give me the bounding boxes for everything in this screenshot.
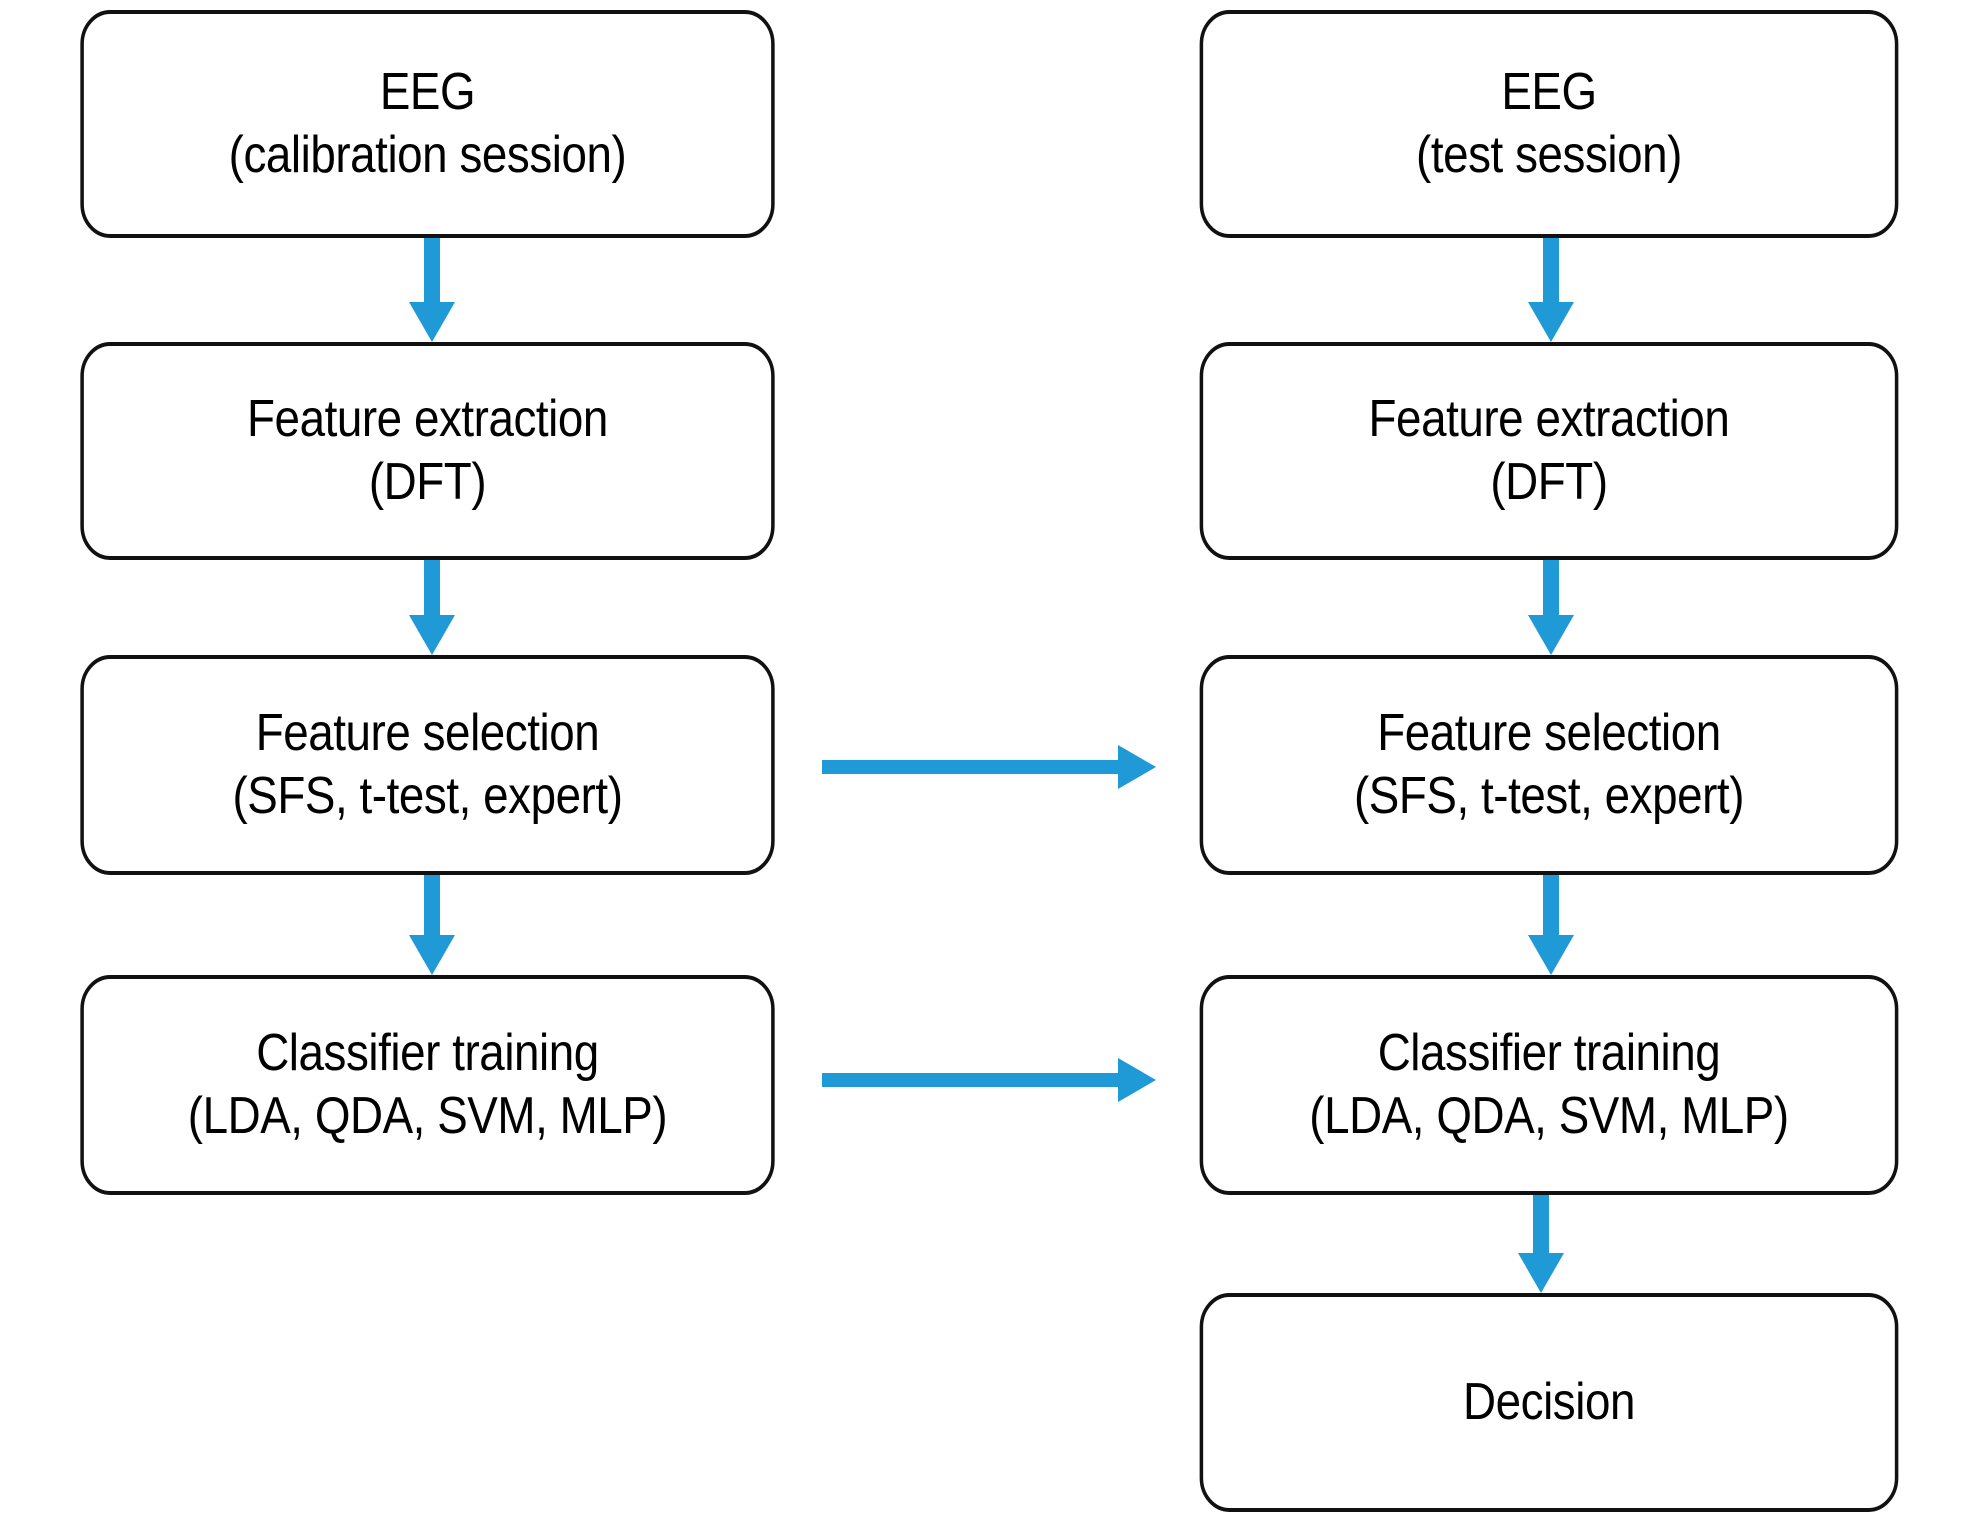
arrow-head: [409, 935, 455, 975]
node-feature-selection-calibration[interactable]: Feature selection (SFS, t-test, expert): [80, 655, 775, 875]
arrow-head: [409, 302, 455, 342]
node-line-2: (calibration session): [228, 126, 627, 184]
node-line-1: Feature selection: [255, 703, 600, 762]
arrow-cal-selection-to-training: [405, 875, 459, 975]
node-line-1: Decision: [1463, 1372, 1635, 1431]
arrow-shaft: [1543, 560, 1559, 615]
arrow-test-eeg-to-extraction: [1524, 238, 1578, 342]
node-feature-extraction-calibration[interactable]: Feature extraction (DFT): [80, 342, 775, 560]
arrow-shaft: [822, 760, 1118, 774]
arrow-test-extraction-to-selection: [1524, 560, 1578, 655]
node-line-2: (test session): [1416, 126, 1682, 184]
arrow-shaft: [424, 238, 440, 302]
node-line-2: (LDA, QDA, SVM, MLP): [1309, 1087, 1789, 1145]
arrow-shaft: [1533, 1195, 1549, 1253]
node-line-2: (SFS, t-test, expert): [1354, 767, 1744, 825]
node-line-1: Feature selection: [1377, 703, 1721, 762]
arrow-head: [1528, 935, 1574, 975]
arrow-training-calibration-to-test: [822, 1058, 1156, 1102]
arrow-test-training-to-decision: [1514, 1195, 1568, 1293]
arrow-test-selection-to-training: [1524, 875, 1578, 975]
arrow-cal-extraction-to-selection: [405, 560, 459, 655]
node-line-2: (SFS, t-test, expert): [232, 767, 623, 825]
arrow-shaft: [424, 875, 440, 935]
arrow-head: [1518, 1253, 1564, 1293]
node-classifier-training-calibration[interactable]: Classifier training (LDA, QDA, SVM, MLP): [80, 975, 775, 1195]
node-decision[interactable]: Decision: [1199, 1293, 1899, 1512]
node-eeg-calibration[interactable]: EEG (calibration session): [80, 10, 775, 238]
node-line-1: EEG: [1501, 62, 1597, 121]
node-line-2: (DFT): [368, 453, 487, 511]
node-line-1: Feature extraction: [247, 389, 608, 448]
arrow-selection-calibration-to-test: [822, 745, 1156, 789]
arrow-head: [1528, 615, 1574, 655]
node-line-1: EEG: [379, 62, 476, 121]
node-line-2: (LDA, QDA, SVM, MLP): [187, 1087, 668, 1145]
node-feature-selection-test[interactable]: Feature selection (SFS, t-test, expert): [1199, 655, 1899, 875]
node-line-1: Classifier training: [1377, 1023, 1721, 1082]
node-classifier-training-test[interactable]: Classifier training (LDA, QDA, SVM, MLP): [1199, 975, 1899, 1195]
arrow-shaft: [1543, 238, 1559, 302]
arrow-head: [1118, 1058, 1156, 1102]
node-eeg-test[interactable]: EEG (test session): [1199, 10, 1899, 238]
node-line-2: (DFT): [1490, 453, 1608, 511]
arrow-head: [409, 615, 455, 655]
arrow-shaft: [822, 1073, 1118, 1087]
arrow-shaft: [1543, 875, 1559, 935]
arrow-head: [1528, 302, 1574, 342]
arrow-shaft: [424, 560, 440, 615]
node-feature-extraction-test[interactable]: Feature extraction (DFT): [1199, 342, 1899, 560]
arrow-cal-eeg-to-extraction: [405, 238, 459, 342]
node-line-1: Feature extraction: [1368, 389, 1730, 448]
node-line-1: Classifier training: [256, 1023, 599, 1082]
arrow-head: [1118, 745, 1156, 789]
